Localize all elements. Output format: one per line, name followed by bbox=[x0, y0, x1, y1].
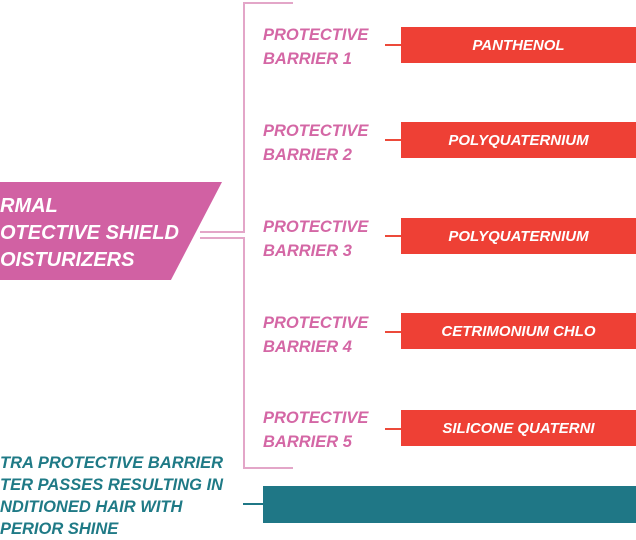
bracket-lower-bottom bbox=[243, 467, 293, 469]
connector-line bbox=[385, 428, 401, 430]
connector-line bbox=[243, 503, 263, 505]
connector-line bbox=[385, 331, 401, 333]
ingredient-bar-2: POLYQUATERNIUM bbox=[401, 122, 636, 158]
connector-line bbox=[200, 231, 245, 233]
result-bar bbox=[263, 486, 636, 523]
connector-line bbox=[200, 237, 245, 239]
ingredient-bar-1: PANTHENOL bbox=[401, 27, 636, 63]
ingredient-bar-3: POLYQUATERNIUM bbox=[401, 218, 636, 254]
result-text: TRA PROTECTIVE BARRIER TER PASSES RESULT… bbox=[0, 454, 224, 538]
ingredient-bar-5: SILICONE QUATERNI bbox=[401, 410, 636, 446]
connector-line bbox=[385, 44, 401, 46]
bracket-upper-top bbox=[243, 2, 293, 4]
ingredient-bar-4: CETRIMONIUM CHLO bbox=[401, 313, 636, 349]
connector-line bbox=[385, 139, 401, 141]
bracket-upper bbox=[243, 2, 245, 233]
connector-line bbox=[385, 235, 401, 237]
central-shield-text: RMAL OTECTIVE SHIELD OISTURIZERS bbox=[0, 195, 179, 271]
bracket-lower bbox=[243, 237, 245, 468]
